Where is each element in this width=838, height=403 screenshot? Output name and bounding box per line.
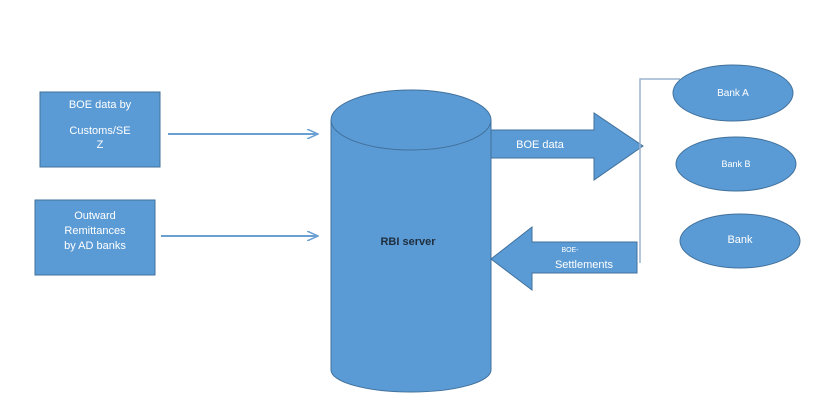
rbi-server-label: RBI server xyxy=(380,236,436,248)
boe-source-line1: BOE data by xyxy=(69,99,132,111)
boe-data-arrow: BOE data xyxy=(490,112,644,181)
bank-b-label: Bank B xyxy=(721,159,750,169)
settlements-label-line1: BOE- xyxy=(561,247,579,254)
remittance-line1: Outward xyxy=(74,210,116,222)
bank-b-node: Bank B xyxy=(675,136,797,192)
remittance-line3: by AD banks xyxy=(64,240,126,252)
bank-label: Bank xyxy=(727,234,753,246)
boe-source-line2: Customs/SE xyxy=(69,125,130,137)
boe-data-label: BOE data xyxy=(516,139,565,151)
bank-a-node: Bank A xyxy=(672,64,794,122)
remittance-line2: Remittances xyxy=(64,225,126,237)
rbi-server-cylinder: RBI server xyxy=(330,89,492,393)
bank-a-label: Bank A xyxy=(717,88,749,99)
settlements-arrow: BOE- Settlements xyxy=(490,225,638,292)
settlements-label-line2: Settlements xyxy=(555,259,614,271)
boe-source-box: BOE data by Customs/SE Z xyxy=(39,91,161,168)
remittance-source-box: Outward Remittances by AD banks xyxy=(34,199,156,276)
bank-bracket-connector xyxy=(639,78,680,263)
bank-node: Bank xyxy=(679,213,801,269)
boe-source-line3: Z xyxy=(97,139,104,151)
